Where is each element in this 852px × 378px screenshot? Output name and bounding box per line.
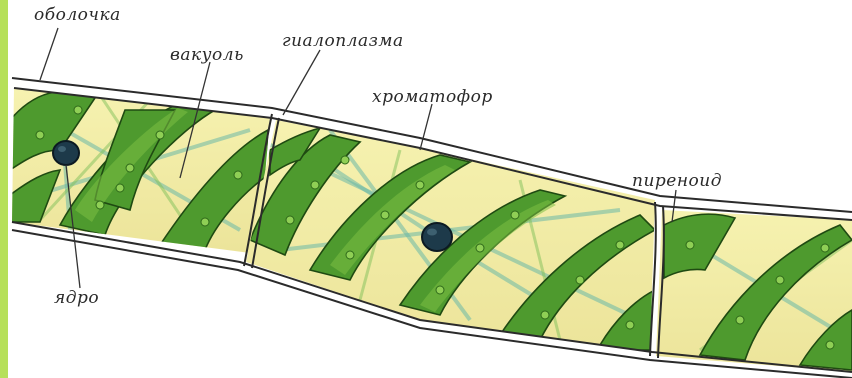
nucleus [422, 223, 452, 251]
label-hyaloplasm: гиалоплазма [282, 31, 404, 51]
label-chromatophore: хроматофор [372, 87, 493, 107]
label-nucleus: ядро [54, 288, 99, 308]
nucleus [53, 141, 79, 165]
leader-chromatophore [420, 104, 432, 150]
leader-shell [40, 28, 58, 80]
leader-hyaloplasm [283, 50, 320, 115]
label-pyrenoid: пиреноид [632, 171, 722, 191]
left-accent-strip [0, 0, 8, 378]
label-vacuole: вакуоль [170, 45, 244, 65]
label-shell: оболочка [34, 5, 121, 25]
cell-3 [656, 210, 852, 372]
